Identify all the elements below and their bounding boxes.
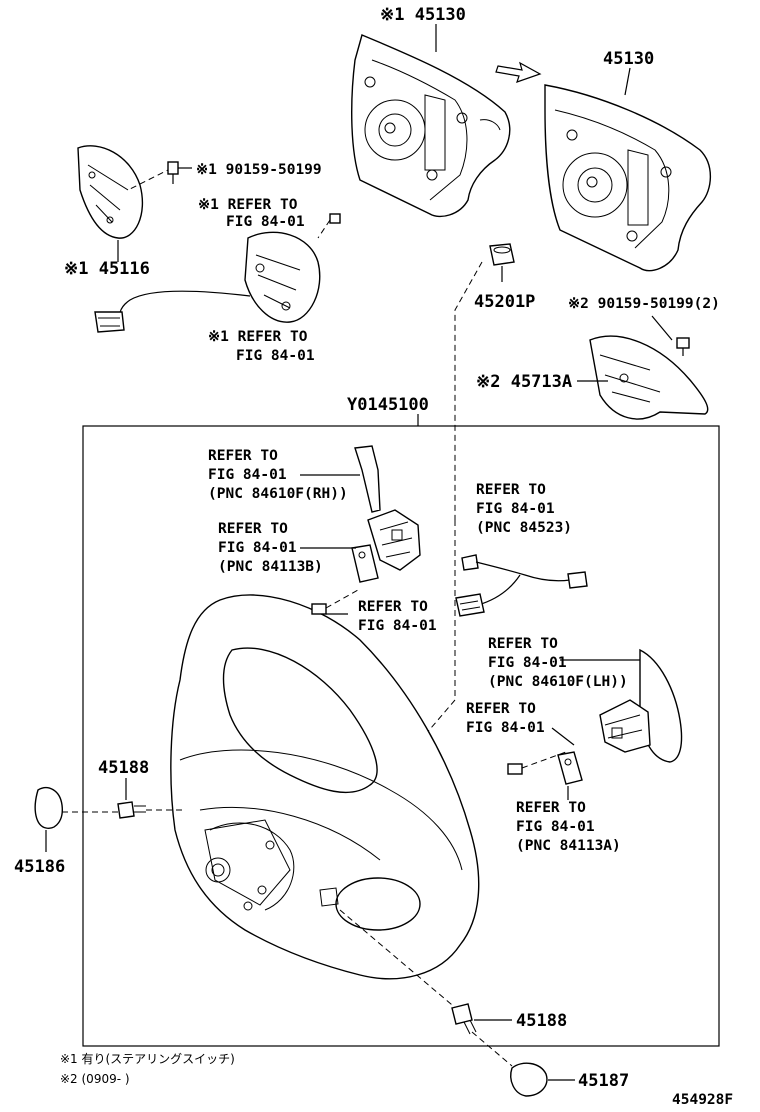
harness-84523 [455,554,588,617]
label-cap-bottom: 45187 [578,1071,629,1091]
label-bolt-right: ※2 90159-50199(2) [568,296,720,312]
label-refer-g-line3: (PNC 84610F(LH)) [488,674,628,690]
label-refer-e-line1: REFER TO [218,521,288,537]
screw-45188-left [117,801,146,819]
figure-id: 454928F [672,1092,733,1108]
label-refer-g-line2: FIG 84-01 [488,655,567,671]
transition-arrow [495,61,542,83]
label-refer-c-line1: REFER TO [208,448,278,464]
label-nut: 45201P [474,292,535,312]
steering-wheel [170,594,480,980]
label-refer-f-line1: REFER TO [358,599,428,615]
label-pad-upper-right: 45130 [603,49,654,69]
cap-45187 [510,1062,548,1097]
screw-small-upper [329,213,341,224]
lower-cover-45116 [77,145,144,239]
label-refer-f-line2: FIG 84-01 [358,618,437,634]
switch-rh [354,445,421,571]
label-screw-bottom: 45188 [516,1011,567,1031]
label-refer-b-line1: ※1 REFER TO [208,329,308,345]
bolt-90159-upper [167,161,179,184]
cover-45713A [589,335,709,420]
label-pad-upper-left: ※1 45130 [380,5,466,25]
label-cover-right: ※2 45713A [476,372,572,392]
label-refer-a-line1: ※1 REFER TO [198,197,298,213]
label-cover-left: ※1 45116 [64,259,150,279]
footnote-1: ※1 有り(ステアリングスイッチ) [60,1052,235,1066]
label-refer-c-line2: FIG 84-01 [208,467,287,483]
switch-cover-with-harness [94,231,321,333]
label-bolt-upper: ※1 90159-50199 [196,162,322,178]
nut-45201P [489,243,515,266]
label-refer-h-line1: REFER TO [466,701,536,717]
label-refer-i-line3: (PNC 84113A) [516,838,621,854]
bracket-84113A [557,751,583,785]
label-assembly: Y0145100 [347,395,429,415]
label-refer-e-line3: (PNC 84113B) [218,559,323,575]
label-screw-left: 45188 [98,758,149,778]
label-refer-d-line3: (PNC 84523) [476,520,572,536]
horn-pad-right [544,84,712,272]
assembly-frame [82,425,720,1047]
label-refer-b-line2: FIG 84-01 [236,348,315,364]
bolt-90159-right [676,337,690,356]
label-refer-a-line2: FIG 84-01 [226,214,305,230]
label-refer-i-line2: FIG 84-01 [516,819,595,835]
screw-45188-bottom [451,1003,477,1035]
label-refer-g-line1: REFER TO [488,636,558,652]
label-refer-e-line2: FIG 84-01 [218,540,297,556]
bracket-84113B [351,544,379,583]
footnote-2: ※2 (0909- ) [60,1072,130,1086]
label-cap-left: 45186 [14,857,65,877]
label-refer-d-line1: REFER TO [476,482,546,498]
switch-lh [599,648,683,763]
cap-45186 [34,787,63,829]
label-refer-i-line1: REFER TO [516,800,586,816]
label-refer-d-line2: FIG 84-01 [476,501,555,517]
horn-pad-left [351,34,511,218]
label-refer-h-line2: FIG 84-01 [466,720,545,736]
label-refer-c-line3: (PNC 84610F(RH)) [208,486,348,502]
screw-middle [311,603,327,615]
screw-right [507,763,523,775]
